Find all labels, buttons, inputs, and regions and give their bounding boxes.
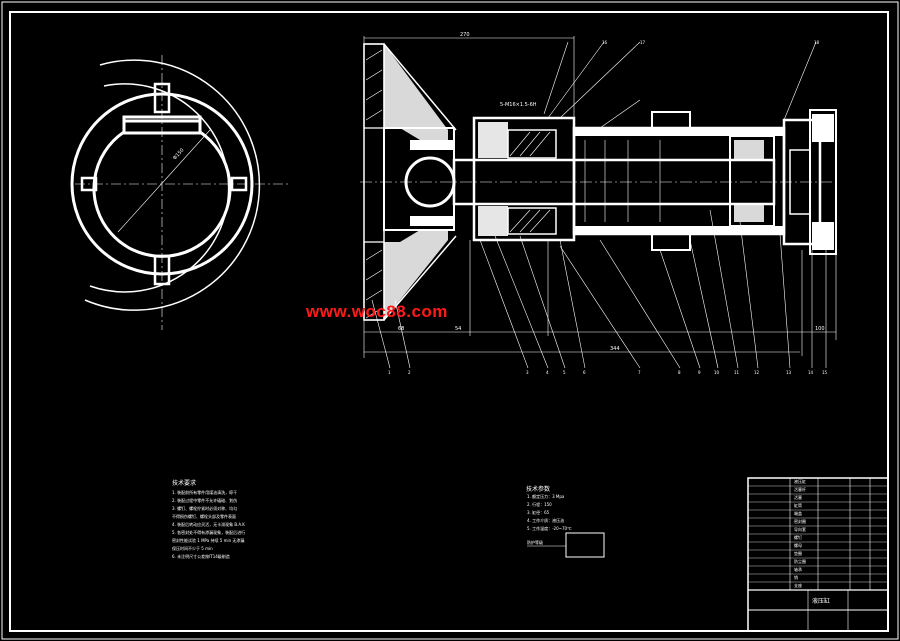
tech-spec-line: 1. 额定压力：3 Mpa (527, 494, 565, 499)
dim-thread: 5-M16×1.5-6H (500, 102, 537, 108)
dim-right-bottom: 100 (815, 326, 825, 332)
title-block-row: 密封圈 (794, 519, 806, 524)
end-view: Φ150 (70, 55, 290, 330)
title-block (747, 477, 889, 632)
svg-text:10: 10 (714, 370, 720, 375)
svg-text:8: 8 (678, 370, 681, 375)
svg-text:4: 4 (546, 370, 549, 375)
title-block-row: 螺母 (794, 543, 802, 548)
title-block-row: 导向套 (794, 527, 806, 532)
title-block-row: 活塞杆 (794, 487, 806, 492)
svg-text:2: 2 (408, 370, 411, 375)
title-block-row: 销 (794, 575, 798, 580)
tech-note-line: 保压时间不少于 5 min (172, 546, 213, 551)
watermark: www.woc88.com (306, 302, 448, 321)
dimension-texts: 270 68 54 344 100 5-M16×1.5-6H (398, 32, 825, 352)
svg-text:18: 18 (814, 40, 820, 45)
dim-left-bottom: 68 (398, 326, 404, 332)
tech-note-line: 6. 未注明尺寸公差按IT14级制造 (172, 554, 230, 559)
svg-text:17: 17 (640, 40, 646, 45)
dim-top: 270 (460, 32, 470, 38)
svg-text:15: 15 (822, 370, 828, 375)
svg-text:16: 16 (602, 40, 608, 45)
tech-note-line: 不得损伤螺钉、螺栓头部及零件表面 (172, 514, 236, 519)
tech-spec-line: 4. 工作介质：液压油 (527, 518, 565, 523)
title-block-row: 活塞 (794, 495, 802, 500)
tech-note-line: 4. 装配后转动应灵活，无卡滞现象 B.A.K (172, 522, 245, 527)
tech-specs-title: 技术参数 (526, 486, 551, 493)
tech-spec-line: 5. 工作温度：-20~70℃ (527, 526, 572, 531)
title-block-name: 液压缸 (812, 598, 831, 605)
svg-text:3: 3 (526, 370, 529, 375)
specs-box (527, 532, 605, 558)
tech-note-line: 1. 装配前所有零件用煤油清洗，晾干 (172, 490, 238, 495)
title-block-row: 液压缸 (794, 479, 806, 484)
title-block-row: 螺钉 (794, 535, 802, 540)
dim-bottom-total: 344 (610, 346, 620, 352)
svg-text:13: 13 (786, 370, 792, 375)
tech-note-line: 密封性能试验 1 MPa 持续 5 min 无渗漏 (172, 538, 245, 543)
title-block-row: 防尘圈 (794, 559, 806, 564)
inner-frame (9, 11, 889, 632)
tech-note-line: 3. 螺钉、螺栓拧紧时必须对称、均匀 (172, 506, 238, 511)
dim-mid-bottom: 54 (455, 326, 461, 332)
svg-text:6: 6 (583, 370, 586, 375)
svg-text:7: 7 (638, 370, 641, 375)
tech-notes-title: 技术要求 (172, 480, 197, 487)
svg-text:12: 12 (754, 370, 760, 375)
specs-box-label: 防护等级 (527, 540, 543, 545)
title-block-row: 端盖 (794, 511, 802, 516)
title-block-rows (748, 485, 888, 591)
svg-text:11: 11 (734, 370, 740, 375)
svg-text:14: 14 (808, 370, 814, 375)
title-block-row: 缸筒 (794, 503, 802, 508)
tech-note-line: 2. 装配过程中零件不允许磕碰、划伤 (172, 498, 238, 503)
section-view (360, 36, 840, 369)
svg-text:5: 5 (563, 370, 566, 375)
tech-spec-line: 2. 行程：150 (527, 502, 552, 507)
tech-spec-line: 3. 缸径：65 (527, 510, 550, 515)
title-block-row: 轴承 (794, 567, 802, 572)
tech-note-line: 5. 各密封处不得有渗漏现象，装配后进行 (172, 530, 246, 535)
svg-text:9: 9 (698, 370, 701, 375)
svg-text:1: 1 (388, 370, 391, 375)
title-block-row: 垫圈 (794, 551, 802, 556)
title-block-row: 支座 (794, 583, 802, 588)
